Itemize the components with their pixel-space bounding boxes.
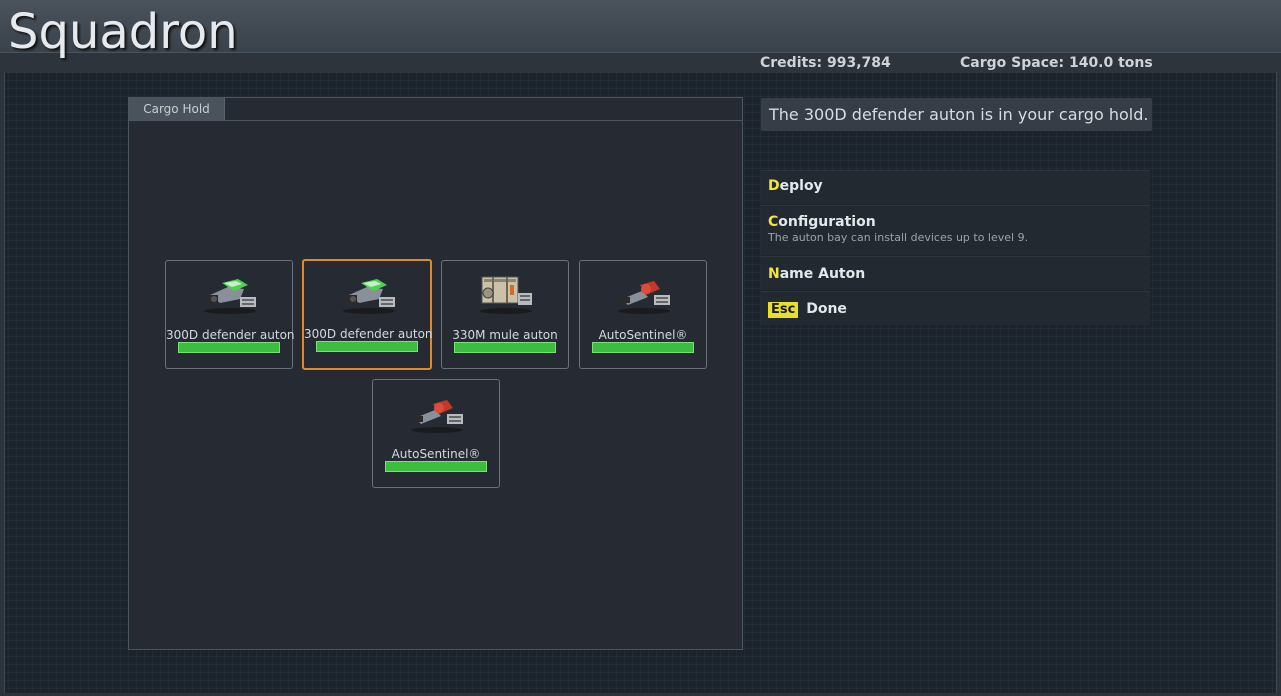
item-name: AutoSentinel® bbox=[391, 447, 481, 461]
hotkey: N bbox=[768, 266, 780, 282]
item-status-bar bbox=[454, 342, 556, 353]
item-status-bar bbox=[592, 342, 694, 353]
frame-left bbox=[0, 72, 5, 696]
item-status-bar bbox=[385, 461, 487, 472]
item-name: AutoSentinel® bbox=[598, 328, 688, 342]
esc-key-badge: Esc bbox=[768, 302, 799, 318]
item-name: 300D defender auton bbox=[166, 328, 295, 342]
title-bar: Squadron Credits: 993,784 Cargo Space: 1… bbox=[0, 0, 1281, 73]
defender-auton-icon bbox=[204, 279, 256, 314]
done-label: Esc Done bbox=[768, 301, 1150, 318]
action-text: onfiguration bbox=[778, 214, 876, 230]
cargo-item[interactable]: 330M mule auton bbox=[441, 260, 569, 369]
configuration-label: Configuration bbox=[768, 214, 1150, 230]
mule-auton-icon bbox=[480, 276, 532, 314]
name-auton-action[interactable]: Name Auton bbox=[761, 256, 1150, 290]
defender-auton-icon bbox=[343, 279, 395, 314]
cargo-item-selected[interactable]: 300D defender auton bbox=[302, 259, 433, 370]
configuration-subtext: The auton bay can install devices up to … bbox=[768, 231, 1029, 244]
status-strip bbox=[0, 52, 1281, 73]
hotkey: C bbox=[768, 214, 779, 230]
configuration-action[interactable]: Configuration The auton bay can install … bbox=[761, 205, 1150, 255]
tab-cargo-hold[interactable]: Cargo Hold bbox=[129, 98, 225, 120]
item-name: 330M mule auton bbox=[452, 328, 558, 342]
item-name: 300D defender auton bbox=[304, 327, 433, 341]
done-action[interactable]: Esc Done bbox=[761, 291, 1150, 325]
deploy-label: Deploy bbox=[768, 178, 1150, 194]
item-description: The 300D defender auton is in your cargo… bbox=[761, 98, 1152, 131]
autosentinel-icon bbox=[618, 281, 670, 314]
frame-bottom bbox=[0, 693, 1281, 696]
action-text: ame Auton bbox=[779, 266, 866, 282]
name-auton-label: Name Auton bbox=[768, 266, 1150, 282]
item-status-bar bbox=[316, 341, 418, 352]
deploy-action[interactable]: Deploy bbox=[761, 170, 1150, 204]
credits-readout: Credits: 993,784 bbox=[760, 55, 891, 71]
cargo-hold-panel: Cargo Hold bbox=[128, 97, 743, 650]
item-status-bar bbox=[178, 342, 280, 353]
cargo-item[interactable]: AutoSentinel® bbox=[579, 260, 707, 369]
action-text: eploy bbox=[779, 178, 823, 194]
autosentinel-icon bbox=[411, 400, 463, 433]
action-text: Done bbox=[801, 301, 847, 317]
tab-divider bbox=[129, 120, 742, 121]
cargo-item[interactable]: AutoSentinel® bbox=[372, 379, 500, 488]
screen-title: Squadron bbox=[8, 4, 238, 60]
frame-right bbox=[1276, 72, 1281, 696]
hotkey: D bbox=[768, 178, 780, 194]
cargo-space-readout: Cargo Space: 140.0 tons bbox=[960, 55, 1153, 71]
cargo-item[interactable]: 300D defender auton bbox=[165, 260, 295, 369]
